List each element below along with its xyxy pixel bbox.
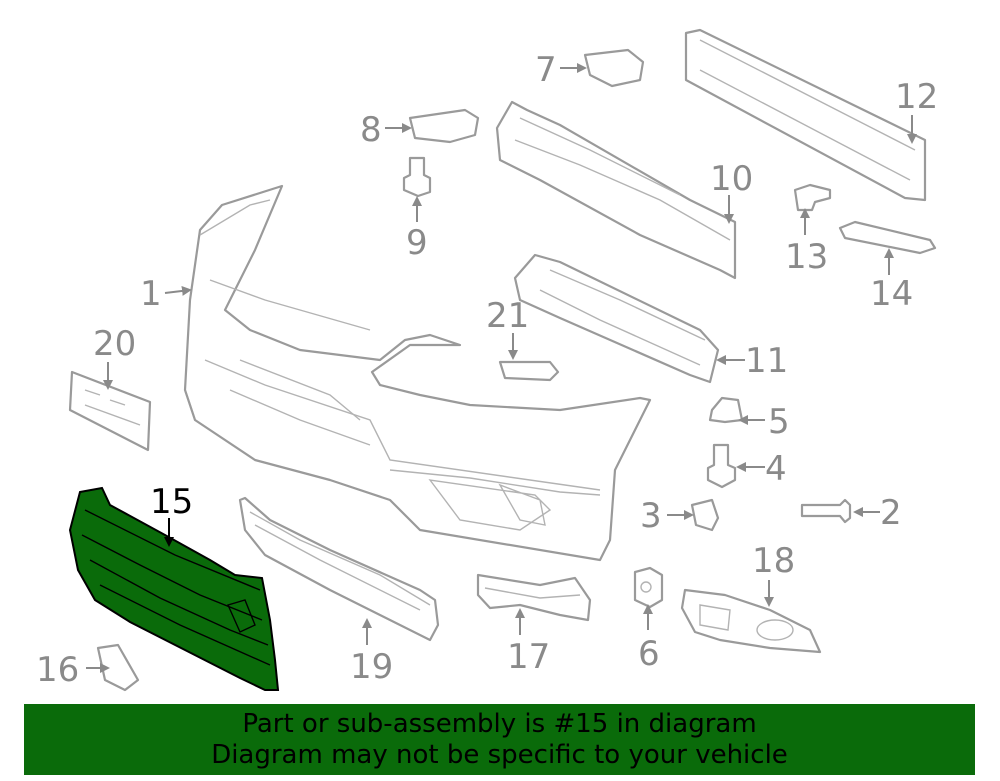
license-bracket-part	[68, 370, 152, 452]
callout-1: 1	[140, 274, 162, 314]
bracket-14-part	[838, 220, 937, 255]
absorber-11-part	[513, 253, 720, 384]
callout-21: 21	[486, 296, 529, 336]
bolt-13-part	[793, 183, 832, 212]
clip-3-part	[690, 498, 720, 532]
bracket-7-part	[583, 48, 645, 88]
callout-15: 15	[150, 482, 193, 522]
absorber-10-part	[495, 100, 737, 280]
info-banner: Part or sub-assembly is #15 in diagram D…	[24, 704, 975, 775]
grille-highlighted-part	[68, 486, 280, 691]
bracket-6-part	[633, 566, 664, 609]
callout-17: 17	[507, 637, 550, 677]
callout-13: 13	[785, 237, 828, 277]
banner-line-part-number: Part or sub-assembly is #15 in diagram	[242, 708, 757, 739]
bracket-8-part	[408, 108, 480, 144]
bumper-cover-part	[183, 184, 652, 562]
fog-lamp-bezel-part	[680, 588, 822, 654]
reinforcement-12-part	[684, 28, 927, 202]
screw-2-part	[800, 498, 852, 524]
clip-5-part	[708, 396, 744, 424]
callout-16: 16	[36, 650, 79, 690]
banner-line-disclaimer: Diagram may not be specific to your vehi…	[211, 739, 788, 770]
callout-10: 10	[710, 159, 753, 199]
callout-labels: 1 2 3 4 5 6 7 8 9 10 11 12 13 14 15 16 1…	[36, 50, 938, 690]
callout-18: 18	[752, 541, 795, 581]
cover-21-part	[498, 360, 560, 382]
leader-arrows	[86, 63, 917, 673]
lower-grille-part	[238, 496, 440, 642]
callout-9: 9	[406, 223, 428, 263]
callout-6: 6	[638, 634, 660, 674]
callout-7: 7	[535, 50, 557, 90]
callout-11: 11	[745, 341, 788, 381]
callout-2: 2	[880, 493, 902, 533]
lower-trim-left-part	[476, 573, 592, 622]
bolt-9-part	[402, 156, 432, 198]
small-cap-part	[96, 643, 140, 692]
callout-19: 19	[350, 647, 393, 687]
callout-20: 20	[93, 324, 136, 364]
callout-12: 12	[895, 77, 938, 117]
callout-3: 3	[640, 496, 662, 536]
callout-4: 4	[765, 449, 787, 489]
callout-8: 8	[360, 110, 382, 150]
callout-5: 5	[768, 402, 790, 442]
callout-14: 14	[870, 274, 913, 314]
bolt-4-part	[706, 443, 737, 489]
